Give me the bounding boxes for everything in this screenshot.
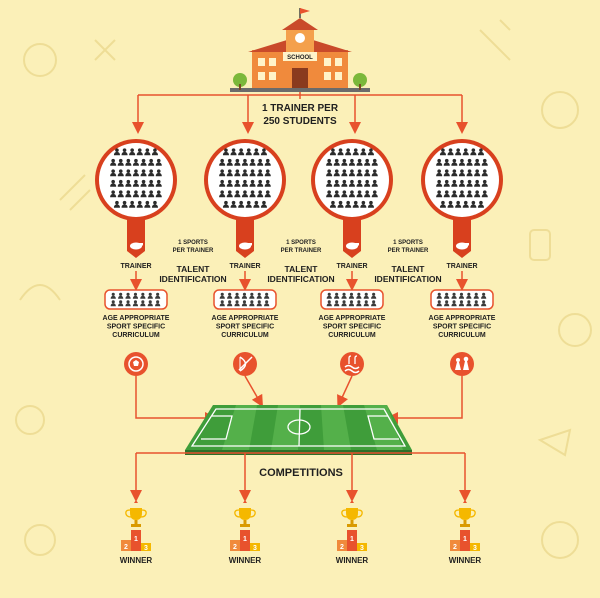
svg-text:1 SPORTS: 1 SPORTS xyxy=(178,240,208,246)
trophy-icon xyxy=(454,500,476,527)
podium-rank: 1 xyxy=(243,536,247,543)
curriculum-label: AGE APPROPRIATE xyxy=(429,315,496,322)
talent-label-3: TALENT IDENTIFICATION xyxy=(374,264,441,284)
winner-label: WINNER xyxy=(449,556,482,565)
archery-icon xyxy=(233,352,257,376)
podium-rank: 2 xyxy=(453,544,457,551)
podium-rank: 1 xyxy=(463,536,467,543)
winner-label: WINNER xyxy=(336,556,369,565)
selected-students-box xyxy=(104,289,168,310)
competition-connectors xyxy=(130,452,471,502)
trainer-label: TRAINER xyxy=(120,263,151,270)
podium-rank: 2 xyxy=(124,544,128,551)
podium-rank: 2 xyxy=(340,544,344,551)
talent-label-1: TALENT IDENTIFICATION xyxy=(159,264,226,284)
svg-text:1 SPORTS: 1 SPORTS xyxy=(286,240,316,246)
podium-rank: 3 xyxy=(360,545,364,552)
ratio-label-3: 1 SPORTS PER TRAINER xyxy=(388,240,429,254)
curriculum-label: CURRICULUM xyxy=(112,332,160,339)
column-4: TRAINER AGE APPROPRIATE SPORT SPECIFICCURR… xyxy=(386,139,503,424)
podium-rank: 3 xyxy=(144,545,148,552)
whistle-icon xyxy=(130,242,143,250)
curriculum-label: SPORT SPECIFIC xyxy=(323,324,381,331)
whistle-icon xyxy=(239,242,252,250)
curriculum-label: AGE APPROPRIATE xyxy=(319,315,386,322)
podium: 213 xyxy=(337,530,367,552)
selected-students-box xyxy=(213,289,277,310)
school-building-icon: SCHOOL xyxy=(230,8,370,92)
column-2: TRAINER AGE APPROPRIATE SPORT SPECIFICCURR… xyxy=(204,139,286,408)
talent-label-2: TALENT IDENTIFICATION xyxy=(267,264,334,284)
svg-text:TALENT: TALENT xyxy=(177,264,211,274)
trainer-label: TRAINER xyxy=(229,263,260,270)
svg-text:IDENTIFICATION: IDENTIFICATION xyxy=(267,274,334,284)
curriculum-label: SPORT SPECIFIC xyxy=(433,324,491,331)
podium-rank: 1 xyxy=(350,536,354,543)
podium: 213 xyxy=(230,530,260,552)
ratio-label-1: 1 SPORTS PER TRAINER xyxy=(173,240,214,254)
curriculum-label: SPORT SPECIFIC xyxy=(107,324,165,331)
football-icon xyxy=(124,352,148,376)
svg-text:TALENT: TALENT xyxy=(392,264,426,274)
football-field xyxy=(185,405,412,455)
trainer-label: TRAINER xyxy=(446,263,477,270)
podium-rank: 1 xyxy=(134,536,138,543)
svg-text:IDENTIFICATION: IDENTIFICATION xyxy=(159,274,226,284)
podium-rank: 2 xyxy=(233,544,237,551)
svg-text:PER TRAINER: PER TRAINER xyxy=(388,248,429,254)
curriculum-label: AGE APPROPRIATE xyxy=(212,315,279,322)
competitions-label: COMPETITIONS xyxy=(259,467,343,479)
curriculum-label: SPORT SPECIFIC xyxy=(216,324,274,331)
winner-label: WINNER xyxy=(120,556,153,565)
header-line-1: 1 TRAINER PER xyxy=(262,103,339,114)
trophy-icon xyxy=(234,500,256,527)
column-1: TRAINER AGE APPROPRIATE SPORT SPECIFICCURR… xyxy=(95,139,217,424)
selected-students-box xyxy=(430,289,494,310)
svg-text:1 SPORTS: 1 SPORTS xyxy=(393,240,423,246)
podium: 213 xyxy=(450,530,480,552)
background-doodles xyxy=(15,19,592,559)
whistle-icon xyxy=(456,242,469,250)
svg-text:TALENT: TALENT xyxy=(285,264,319,274)
svg-text:PER TRAINER: PER TRAINER xyxy=(281,248,322,254)
header-line-2: 250 STUDENTS xyxy=(263,116,337,127)
school-sign: SCHOOL xyxy=(287,55,313,61)
podium-rank: 3 xyxy=(253,545,257,552)
podium: 213 xyxy=(121,530,151,552)
curriculum-label: AGE APPROPRIATE xyxy=(103,315,170,322)
svg-text:IDENTIFICATION: IDENTIFICATION xyxy=(374,274,441,284)
curriculum-label: CURRICULUM xyxy=(438,332,486,339)
chess-icon xyxy=(450,352,474,376)
winner-label: WINNER xyxy=(229,556,262,565)
swimming-icon xyxy=(340,352,364,376)
curriculum-label: CURRICULUM xyxy=(221,332,269,339)
podium-rank: 3 xyxy=(473,545,477,552)
selected-students-box xyxy=(320,289,384,310)
trophy-icon xyxy=(125,500,147,527)
column-3: TRAINER AGE APPROPRIATE SPORT SPECIFICCURR… xyxy=(311,139,393,408)
whistle-icon xyxy=(346,242,359,250)
ratio-label-2: 1 SPORTS PER TRAINER xyxy=(281,240,322,254)
top-connectors xyxy=(132,92,468,134)
curriculum-label: CURRICULUM xyxy=(328,332,376,339)
trophy-icon xyxy=(341,500,363,527)
trainer-label: TRAINER xyxy=(336,263,367,270)
svg-text:PER TRAINER: PER TRAINER xyxy=(173,248,214,254)
